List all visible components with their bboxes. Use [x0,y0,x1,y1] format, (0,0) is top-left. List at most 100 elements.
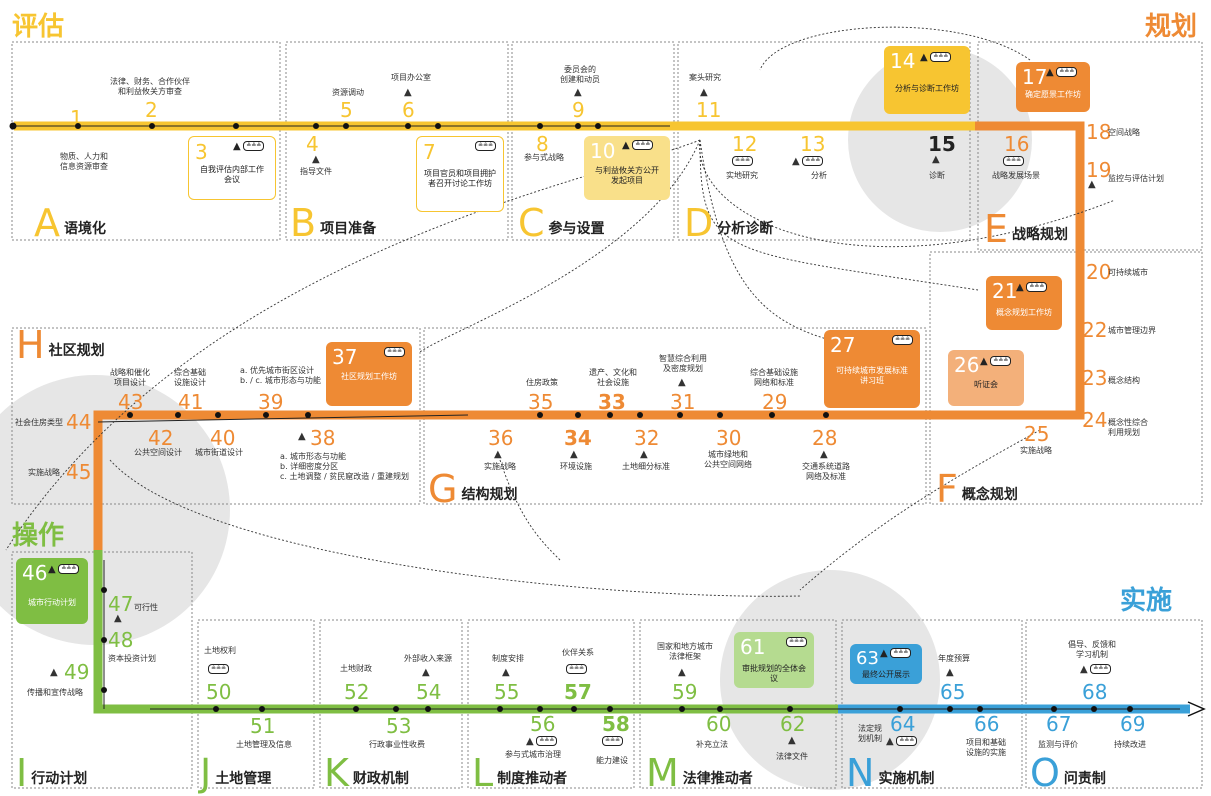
step-label: 社区规划工作坊 [341,372,397,381]
track-node [1091,706,1097,712]
step-label: 环境设施 [560,462,592,471]
group-icon: ≗≗≗ [802,156,824,166]
track-node [127,412,133,418]
step-label: 伙伴关系 [562,648,594,657]
group-icon: ≗≗≗ [786,637,808,647]
step-label: 概念规划工作坊 [996,308,1052,317]
step-card-27[interactable]: 27 ≗≗≗ 可持续城市发展标准 讲习班 [824,330,920,408]
track-node [575,412,581,418]
step-label: 土地管理及信息 [236,740,292,749]
track-node [823,412,829,418]
step-card-63[interactable]: 63 ▲ ≗≗≗ 最终公开展示 [850,644,922,684]
step-number: 2 [145,98,158,122]
section-letter: D [684,201,714,245]
step-card-37[interactable]: 37 ≗≗≗ 社区规划工作坊 [326,342,412,406]
warning-icon: ▲ [312,154,320,165]
step-label: 城市绿地和 公共空间网络 [704,450,752,469]
step-label: 概念性综合 利用规划 [1108,418,1148,437]
section-letter: O [1030,751,1060,795]
group-icon: ≗≗≗ [1026,282,1048,292]
warning-icon: ▲ [622,139,630,151]
step-label: 分析与诊断工作坊 [895,84,959,93]
step-number: 64 [890,712,916,736]
warning-icon: ▲ [114,613,122,624]
section-letter: F [936,467,958,511]
step-label: 战略和催化 项目设计 [110,368,150,387]
section-letter: L [472,751,494,795]
group-icon: ≗≗≗ [602,736,624,747]
section-letter: I [16,751,28,795]
step-label: 参与式战略 [524,153,564,162]
track-node [537,412,543,418]
step-label: 可持续城市发展标准 讲习班 [836,366,908,385]
step-label: 土地权利 [204,646,236,655]
step-card-7[interactable]: 7 ≗≗≗ 项目官员和项目拥护 者召开讨论工作坊 [416,136,504,212]
group-icon: ≗≗≗ [475,141,497,151]
step-card-26[interactable]: 26 ▲ ≗≗≗ 听证会 [948,350,1024,406]
step-number: 51 [250,714,276,738]
icon-pair: ▲ ≗≗≗ [526,736,558,747]
group-icon: ≗≗≗ [566,664,588,674]
track-node [343,123,349,129]
track-node [75,123,81,129]
step-number: 16 [1004,132,1030,156]
warning-icon: ▲ [880,647,888,659]
step-label: 物质、人力和 信息资源审查 [60,152,108,171]
step-card-17[interactable]: 17 ▲ ≗≗≗ 确定愿景工作坊 [1016,62,1090,112]
step-label: 听证会 [974,380,998,389]
step-number: 36 [488,426,514,450]
step-number: 3 [195,140,208,164]
section-title: 分析诊断 [717,221,774,237]
track-node [101,587,107,593]
step-label: 自我评估内部工作 会议 [200,165,264,184]
track-node [149,123,155,129]
step-label: 确定愿景工作坊 [1025,90,1081,99]
step-label: 可持续城市 [1108,268,1148,277]
step-label: 指导文件 [300,167,332,176]
section-title: 制度推动者 [497,771,568,787]
step-number: 35 [528,390,554,414]
section-letter: B [290,201,317,245]
step-card-3[interactable]: 3 ▲ ≗≗≗ 自我评估内部工作 会议 [188,136,276,200]
step-number: 22 [1082,318,1108,342]
step-card-14[interactable]: 14 ▲ ≗≗≗ 分析与诊断工作坊 [884,46,970,114]
section-letter: N [846,751,875,795]
track-node [497,706,503,712]
step-label: 土地财政 [340,664,372,673]
step-label: 倡导、反馈和 学习机制 [1068,640,1116,659]
warning-icon: ▲ [422,667,430,678]
step-label: 年度预算 [938,654,970,663]
step-number: 10 [590,139,616,163]
step-number: 42 [148,426,174,450]
warning-icon: ▲ [1016,281,1024,293]
warning-icon: ▲ [1046,66,1054,78]
section-title: 行动计划 [31,771,88,787]
section-title: 实施机制 [878,771,935,787]
step-number: 6 [402,98,415,122]
track-node [595,123,601,129]
step-card-10[interactable]: 10 ▲ ≗≗≗ 与利益攸关方公开 发起项目 [584,136,670,200]
step-card-21[interactable]: 21 ▲ ≗≗≗ 概念规划工作坊 [986,276,1062,330]
step-card-61[interactable]: 61 ≗≗≗ 审批规划的全体会议 [734,632,814,688]
warning-icon: ▲ [1088,179,1096,190]
step-label: 法律、财务、合作伙伴 和利益攸关方审查 [110,77,190,96]
section-letter: J [200,751,212,795]
track-node [425,706,431,712]
step-number: 28 [812,426,838,450]
group-icon: ≗≗≗ [58,564,80,574]
icon-pair: ▲ ≗≗≗ [792,155,824,167]
step-label: 监控与评估计划 [1108,174,1164,183]
track-node [607,706,613,712]
step-card-46[interactable]: 46 ▲ ≗≗≗ 城市行动计划 [16,558,88,624]
step-label: 实施战略 [484,462,516,471]
step-label: 传播和宣传战略 [27,688,83,697]
warning-icon: ▲ [792,155,800,167]
step-number: 13 [800,132,826,156]
group-icon: ≗≗≗ [896,736,918,746]
track-node [575,123,581,129]
